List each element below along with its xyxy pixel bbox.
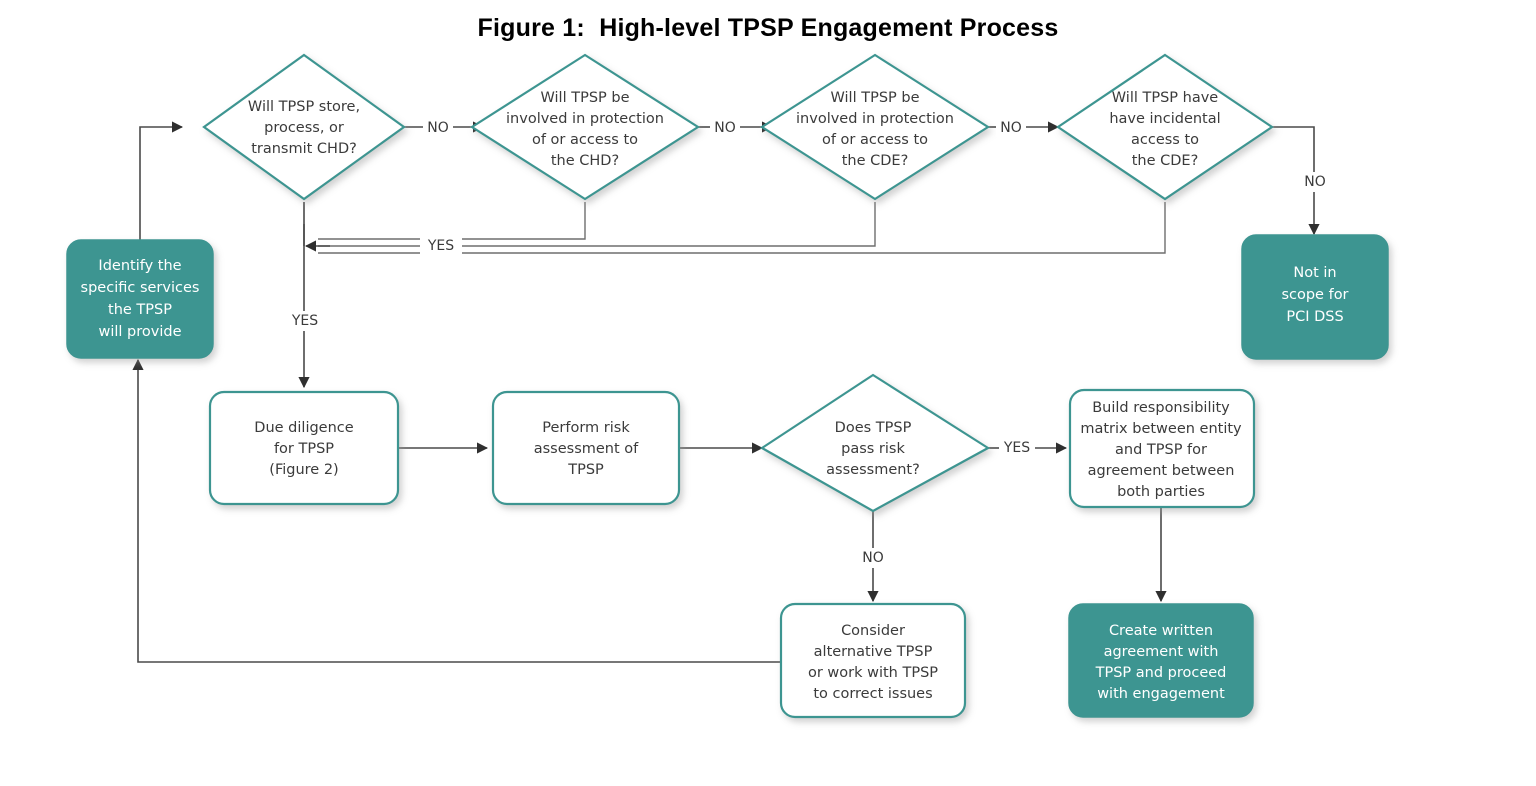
edge-label-no-2: NO <box>710 117 740 137</box>
node-decision-pass-risk[interactable]: Does TPSP pass risk assessment? <box>759 373 991 513</box>
edge-label-yes-risk: YES <box>999 438 1035 458</box>
svg-text:YES: YES <box>291 313 318 329</box>
node-build-responsibility-matrix[interactable]: Build responsibility matrix between enti… <box>1068 388 1256 509</box>
matrix-line-3: and TPSP for <box>1115 442 1207 458</box>
edge-label-no-risk: NO <box>857 548 889 568</box>
edge-identify-to-decision1 <box>139 121 184 241</box>
agreement-line-4: with engagement <box>1097 686 1225 702</box>
consider-line-4: to correct issues <box>813 686 932 702</box>
decision2-line-4: the CHD? <box>551 153 619 169</box>
node-decision-store-process-transmit[interactable]: Will TPSP store, process, or transmit CH… <box>202 53 406 201</box>
not-in-scope-line-3: PCI DSS <box>1286 309 1343 325</box>
decision2-line-2: involved in protection <box>506 111 664 127</box>
edge-consider-back-to-identify <box>132 358 781 663</box>
agreement-line-2: agreement with <box>1104 644 1219 660</box>
page-title: Figure 1: High-level TPSP Engagement Pro… <box>477 14 1059 42</box>
consider-line-3: or work with TPSP <box>808 665 938 681</box>
edge-decision4-no <box>1272 126 1320 236</box>
due-diligence-line-2: for TPSP <box>274 441 334 457</box>
svg-text:NO: NO <box>714 120 736 136</box>
node-identify-services[interactable]: Identify the specific services the TPSP … <box>66 239 214 359</box>
pass-risk-line-1: Does TPSP <box>835 420 912 436</box>
svg-text:YES: YES <box>1003 440 1030 456</box>
matrix-line-4: agreement between <box>1088 463 1235 479</box>
decision2-line-1: Will TPSP be <box>541 90 630 106</box>
node-consider-alternative[interactable]: Consider alternative TPSP or work with T… <box>779 602 967 719</box>
svg-text:NO: NO <box>1304 174 1326 190</box>
perform-risk-line-1: Perform risk <box>542 420 630 436</box>
edge-label-no-1: NO <box>423 117 453 137</box>
decision3-line-4: the CDE? <box>842 153 909 169</box>
decision3-line-3: of or access to <box>822 132 928 148</box>
node-due-diligence[interactable]: Due diligence for TPSP (Figure 2) <box>208 390 400 506</box>
identify-services-line-3: the TPSP <box>108 302 172 318</box>
due-diligence-line-1: Due diligence <box>254 420 353 436</box>
not-in-scope-line-2: scope for <box>1281 287 1348 303</box>
decision3-line-2: involved in protection <box>796 111 954 127</box>
decision1-line-3: transmit CHD? <box>251 141 357 157</box>
agreement-line-3: TPSP and proceed <box>1095 665 1227 681</box>
agreement-line-1: Create written <box>1109 623 1213 639</box>
svg-text:NO: NO <box>427 120 449 136</box>
due-diligence-line-3: (Figure 2) <box>269 462 338 478</box>
svg-text:NO: NO <box>1000 120 1022 136</box>
decision4-line-4: the CDE? <box>1132 153 1199 169</box>
identify-services-line-4: will provide <box>98 324 181 340</box>
not-in-scope-line-1: Not in <box>1293 265 1336 281</box>
decision1-line-2: process, or <box>264 120 344 136</box>
edge-label-no-3: NO <box>996 117 1026 137</box>
edge-label-no-4: NO <box>1299 172 1331 192</box>
matrix-line-2: matrix between entity <box>1080 421 1242 437</box>
svg-text:YES: YES <box>427 238 454 254</box>
pass-risk-line-3: assessment? <box>826 462 920 478</box>
edge-yes-merge-bus <box>303 202 1166 254</box>
perform-risk-line-2: assessment of <box>534 441 639 457</box>
decision2-line-3: of or access to <box>532 132 638 148</box>
matrix-line-1: Build responsibility <box>1092 400 1230 416</box>
decision4-line-1: Will TPSP have <box>1112 90 1219 106</box>
matrix-line-5: both parties <box>1117 484 1205 500</box>
identify-services-line-1: Identify the <box>98 258 181 274</box>
edge-label-yes-merge: YES <box>420 236 462 256</box>
decision1-line-1: Will TPSP store, <box>248 99 360 115</box>
decision4-line-2: have incidental <box>1109 111 1220 127</box>
node-create-written-agreement[interactable]: Create written agreement with TPSP and p… <box>1068 603 1254 718</box>
consider-line-2: alternative TPSP <box>814 644 933 660</box>
pass-risk-line-2: pass risk <box>841 441 905 457</box>
node-decision-protect-cde[interactable]: Will TPSP be involved in protection of o… <box>759 53 991 201</box>
perform-risk-line-3: TPSP <box>567 462 604 478</box>
identify-services-line-2: specific services <box>81 280 200 296</box>
node-decision-incidental-cde[interactable]: Will TPSP have have incidental access to… <box>1056 53 1274 201</box>
node-not-in-scope[interactable]: Not in scope for PCI DSS <box>1241 234 1389 360</box>
decision3-line-1: Will TPSP be <box>831 90 920 106</box>
edge-label-yes-store: YES <box>286 311 324 331</box>
node-decision-protect-chd[interactable]: Will TPSP be involved in protection of o… <box>469 53 701 201</box>
consider-line-1: Consider <box>841 623 905 639</box>
node-perform-risk-assessment[interactable]: Perform risk assessment of TPSP <box>491 390 681 506</box>
decision4-line-3: access to <box>1131 132 1199 148</box>
svg-text:NO: NO <box>862 550 884 566</box>
